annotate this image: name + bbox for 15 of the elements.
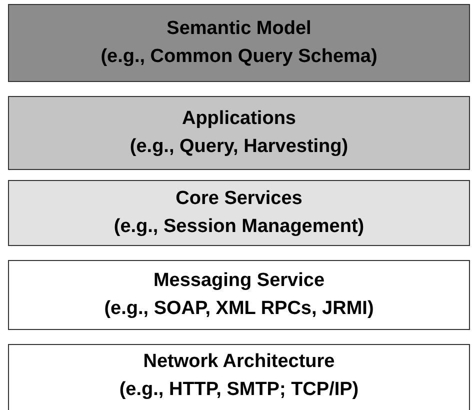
layer-title: Semantic Model xyxy=(166,17,312,41)
layer-title: Network Architecture xyxy=(143,350,335,374)
layer-box xyxy=(8,260,470,330)
layer-examples: (e.g., Query, Harvesting) xyxy=(130,135,348,159)
layer-box xyxy=(8,180,470,246)
layer-title: Messaging Service xyxy=(153,269,325,293)
layer-examples: (e.g., HTTP, SMTP; TCP/IP) xyxy=(119,378,359,402)
layer-examples: (e.g., Session Management) xyxy=(114,215,364,239)
layer-examples: (e.g., Common Query Schema) xyxy=(100,45,378,69)
layer-examples: (e.g., SOAP, XML RPCs, JRMI) xyxy=(104,297,374,321)
layer-box xyxy=(8,4,470,82)
layer-title: Core Services xyxy=(176,187,302,211)
layer-box xyxy=(8,344,470,410)
layer-title: Applications xyxy=(182,107,296,131)
layer-box xyxy=(8,96,470,170)
